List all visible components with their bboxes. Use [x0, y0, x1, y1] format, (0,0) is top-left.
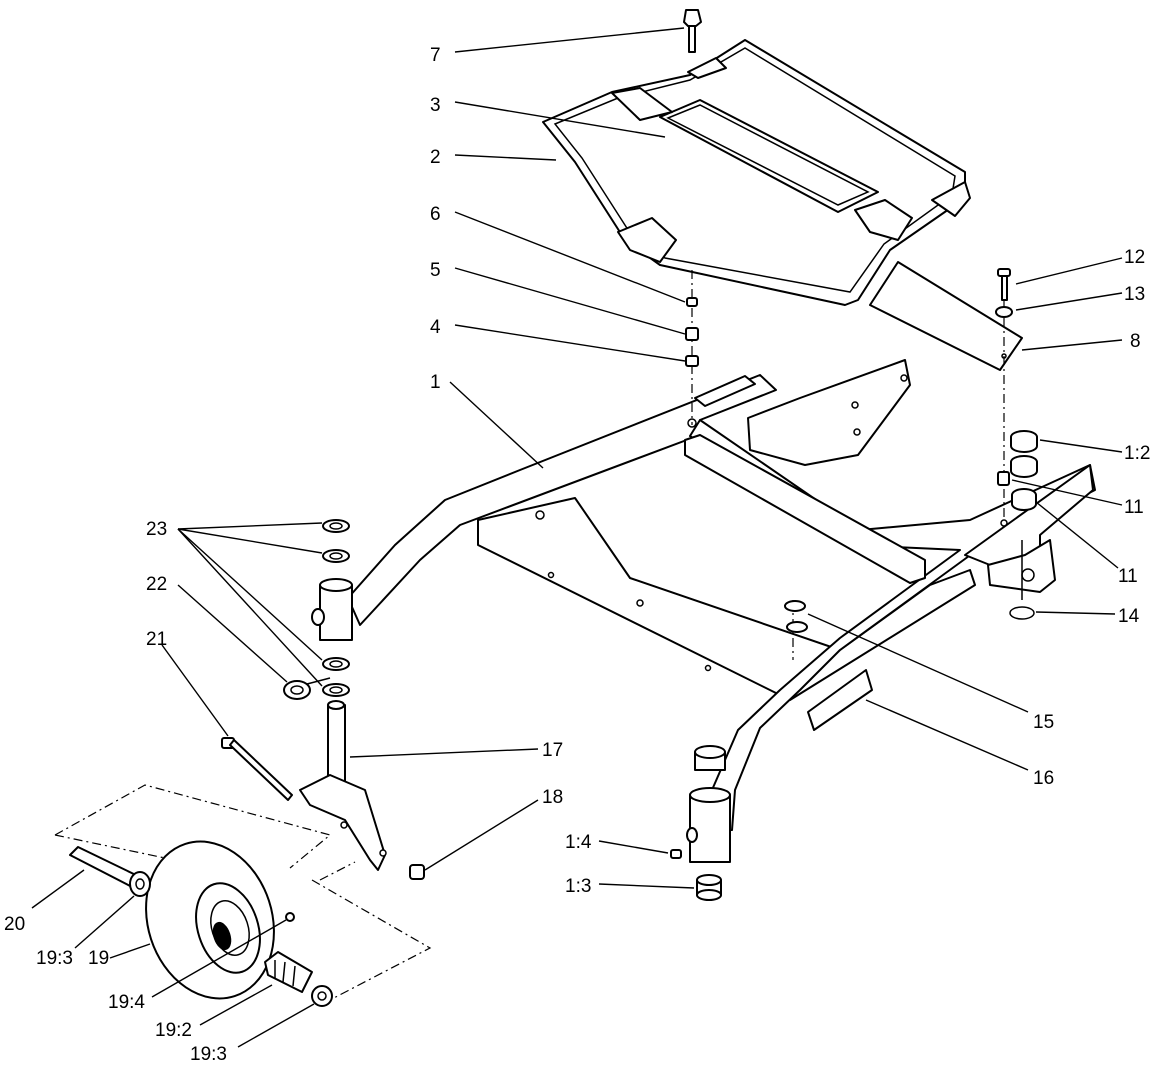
callout-1-3: 1:3 [565, 876, 591, 897]
callout-19-4: 19:4 [108, 992, 145, 1013]
callout-23: 23 [146, 519, 167, 540]
callout-18: 18 [542, 787, 563, 808]
callout-19-3-upper: 19:3 [36, 948, 73, 969]
deck-fasteners-4-5-6 [685, 270, 699, 425]
callout-17: 17 [542, 740, 563, 761]
callout-1: 1 [430, 372, 441, 393]
callout-20: 20 [4, 914, 25, 935]
callout-1-4: 1:4 [565, 832, 592, 853]
center-bushings-15 [784, 600, 808, 660]
callout-5: 5 [430, 260, 441, 281]
callout-21: 21 [146, 629, 167, 650]
callout-12: 12 [1124, 247, 1145, 268]
callout-11: 11 [1118, 566, 1138, 587]
callout-19: 19 [88, 948, 109, 969]
callout-22: 22 [146, 574, 167, 595]
callout-labels: 7 3 2 6 5 4 1 12 13 8 1:2 11 11 14 15 16… [4, 45, 1150, 1065]
callout-8: 8 [1130, 331, 1141, 352]
main-frame [311, 359, 1096, 863]
callout-1-2: 11 [1124, 497, 1144, 518]
foot-plate [542, 39, 1023, 371]
right-fasteners [987, 268, 1056, 620]
callout-6: 6 [430, 204, 441, 225]
callout-3: 3 [430, 95, 441, 116]
callout-19-2: 19:2 [155, 1020, 192, 1041]
caster-wheel [69, 745, 726, 1007]
callout-2: 2 [430, 147, 441, 168]
callout-16: 16 [1033, 768, 1054, 789]
callout-4: 4 [430, 317, 441, 338]
callout-14: 14 [1118, 606, 1140, 627]
callout-19-3-lower: 19:3 [190, 1044, 227, 1065]
callout-10: 1:2 [1124, 443, 1150, 464]
left-caster-assembly [54, 519, 432, 1001]
callout-15: 15 [1033, 712, 1054, 733]
leader-lines [31, 27, 1123, 1048]
callout-13: 13 [1124, 284, 1145, 305]
callout-7: 7 [430, 45, 441, 66]
key [683, 9, 702, 53]
